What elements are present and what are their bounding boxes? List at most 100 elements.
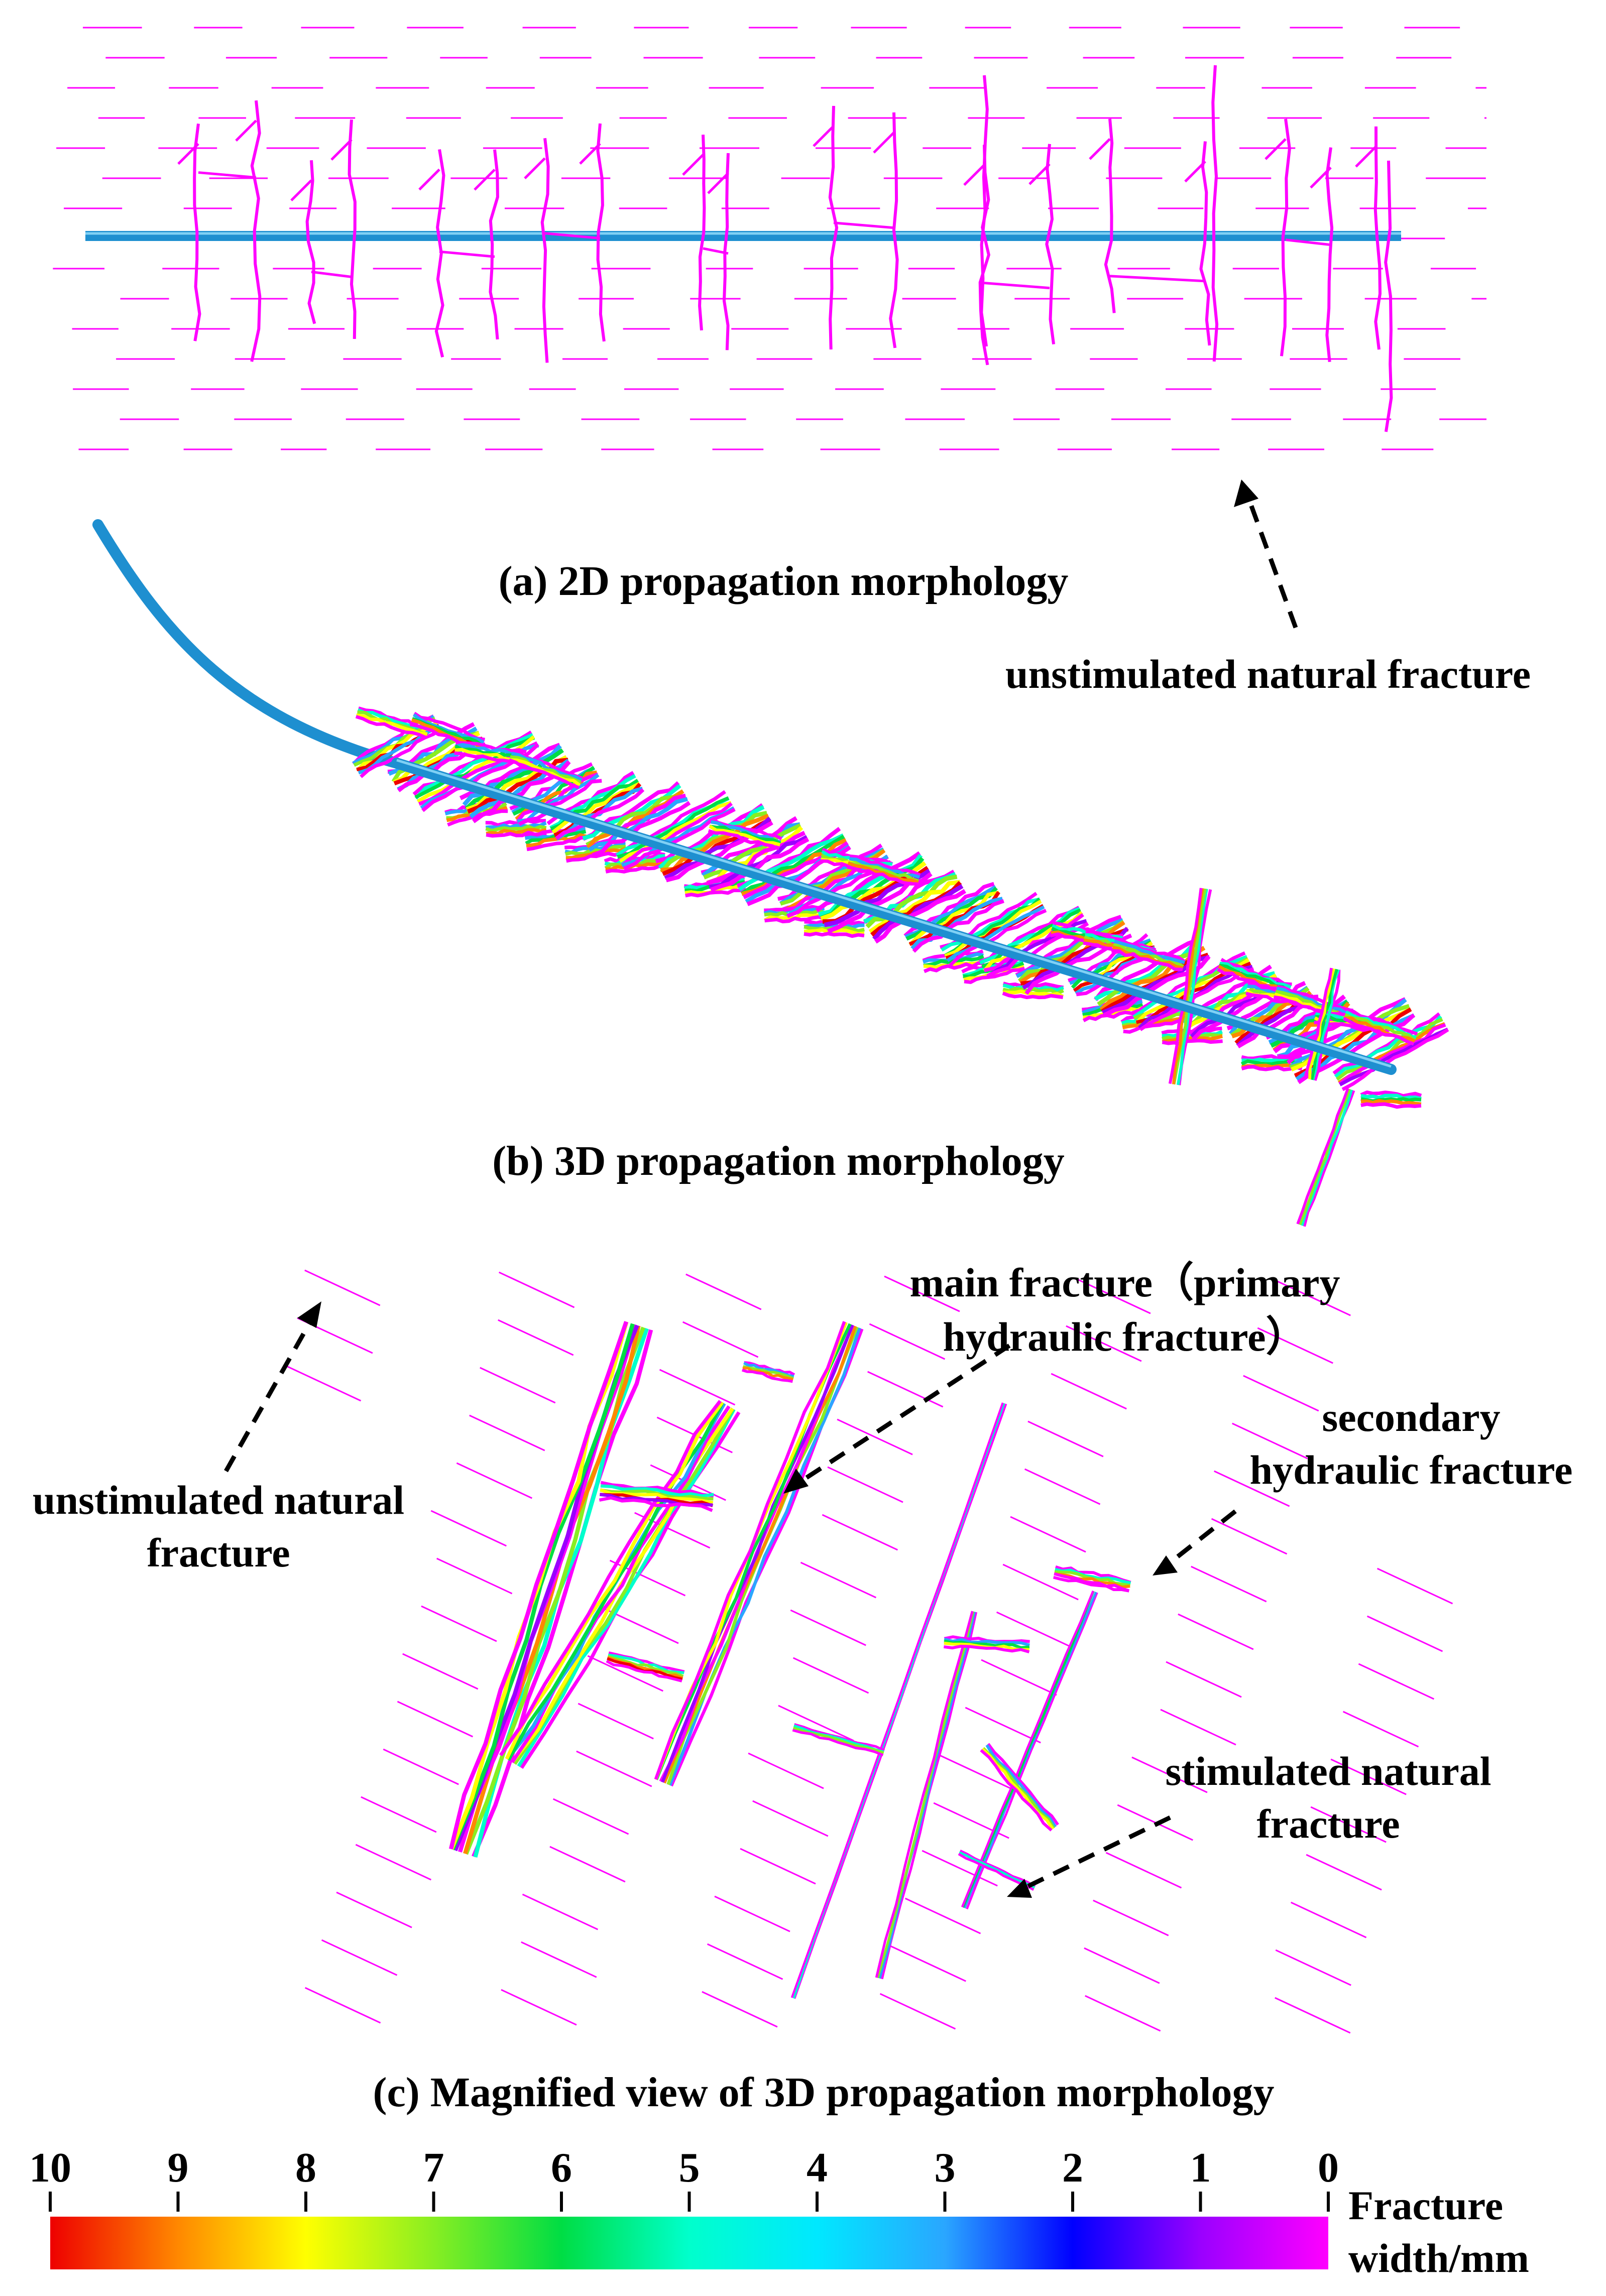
natural-fracture	[456, 1462, 533, 1499]
natural-fracture	[879, 1993, 956, 2030]
natural-fracture	[1214, 1470, 1290, 1507]
label-secondary-line1: secondary	[1322, 1394, 1500, 1440]
branch-2d	[290, 179, 312, 201]
panel-a-caption: (a) 2D propagation morphology	[499, 558, 1069, 605]
natural-fracture	[336, 1891, 412, 1928]
natural-fracture	[576, 1750, 652, 1787]
natural-fracture	[1002, 1563, 1079, 1601]
natural-fracture	[1243, 1375, 1319, 1412]
main-fracture-right	[654, 1321, 864, 1787]
natural-fracture	[790, 1609, 866, 1646]
hydraulic-fracture-2d	[1104, 118, 1116, 313]
colorbar-tick-label: 7	[423, 2144, 444, 2191]
natural-fracture	[304, 1269, 381, 1306]
natural-fracture	[578, 1703, 654, 1740]
natural-fracture	[1160, 1709, 1236, 1746]
secondary-fracture	[792, 1723, 885, 1757]
hydraulic-fracture-2d	[889, 112, 899, 348]
fracture-strip-3d-vertical	[1168, 888, 1212, 1085]
natural-fracture	[904, 1897, 981, 1935]
secondary-fracture-2d	[311, 271, 352, 278]
natural-fracture-field-a	[53, 27, 1486, 450]
natural-fracture	[421, 1605, 497, 1642]
label-unstimulated-natural-fracture-a: unstimulated natural fracture	[1005, 651, 1531, 697]
natural-fracture	[436, 1557, 513, 1595]
natural-fracture	[587, 1655, 663, 1692]
natural-fracture	[498, 1319, 574, 1356]
natural-fracture	[1085, 1995, 1161, 2032]
fracture-strip-3d	[1094, 937, 1211, 1017]
hydraulic-fracture-2d	[1384, 160, 1393, 432]
natural-fracture	[740, 1848, 816, 1885]
fracture-strip-3d-secondary	[1343, 1007, 1418, 1046]
branch-2d	[813, 125, 835, 147]
natural-fracture	[792, 1657, 869, 1694]
stimulated-natural-fracture	[980, 1743, 1059, 1832]
branch-2d	[1089, 138, 1111, 160]
natural-fracture	[867, 1371, 944, 1408]
hydraulic-fracture-2d	[1199, 141, 1211, 346]
hydraulic-fracture-2d	[828, 105, 839, 350]
secondary-fracture	[599, 1481, 714, 1512]
label-main-fracture-line1: main fracture（primary	[910, 1260, 1340, 1305]
branch-2d	[579, 143, 601, 165]
natural-fracture	[1290, 1901, 1367, 1939]
natural-fracture	[659, 1369, 736, 1406]
main-fracture-mid	[499, 1400, 741, 1769]
natural-fracture	[827, 1466, 903, 1503]
hydraulic-fracture-2d	[722, 153, 730, 350]
natural-fracture	[922, 1850, 998, 1887]
natural-fracture	[1330, 1758, 1407, 1795]
branch-2d	[1310, 166, 1332, 189]
natural-fracture	[1166, 1661, 1242, 1698]
natural-fracture	[498, 1271, 575, 1308]
branch-2d	[524, 157, 546, 180]
natural-fracture	[1178, 1613, 1254, 1650]
fracture-strip-3d-secondary	[847, 855, 921, 886]
hydraulic-fracture-2d	[193, 124, 201, 341]
natural-fracture	[714, 1895, 790, 1932]
secondary-fracture	[944, 1635, 1030, 1654]
hydraulic-fracture-2d	[1373, 126, 1382, 350]
natural-fracture	[1257, 1327, 1333, 1364]
fracture-strip-3d	[615, 790, 736, 871]
branch-2d	[1355, 146, 1377, 168]
hydraulic-fracture-2d	[698, 135, 706, 331]
natural-fracture	[1275, 1949, 1351, 1986]
label-stimulated-line2: fracture	[1256, 1801, 1400, 1847]
natural-fracture	[707, 1943, 783, 1980]
arrow-unstimulated-a	[1234, 479, 1298, 629]
natural-fracture	[285, 1365, 362, 1402]
colorbar-tick-label: 8	[295, 2144, 316, 2191]
arrow-main-fracture	[783, 1344, 1011, 1494]
colorbar-tick-label: 10	[29, 2144, 71, 2191]
natural-fracture	[1075, 1277, 1151, 1314]
fracture-strip-3d	[940, 892, 1047, 967]
natural-fracture	[1105, 1852, 1182, 1889]
natural-fracture	[965, 1707, 1041, 1744]
hydraulic-fracture-2d	[980, 75, 989, 347]
colorbar-tick-label: 3	[935, 2144, 956, 2191]
branch-2d	[963, 164, 985, 186]
natural-fracture	[748, 1752, 824, 1789]
natural-fracture	[682, 1321, 759, 1358]
main-fracture-left	[448, 1321, 653, 1858]
hydraulic-fracture-2d	[1280, 118, 1291, 356]
label-stimulated-line1: stimulated natural	[1165, 1748, 1491, 1794]
hydraulic-fracture-2d	[305, 160, 316, 324]
panel-c: main fracture（primary hydraulic fracture…	[33, 1260, 1573, 2116]
secondary-fracture-2d	[1285, 238, 1331, 247]
label-secondary-line2: hydraulic fracture	[1250, 1447, 1573, 1493]
fracture-strip-3d-secondary	[409, 711, 485, 753]
fracture-strip-3d-secondary	[1360, 1090, 1422, 1109]
hydraulic-fracture-2d	[250, 100, 262, 362]
colorbar-title-line1: Fracture	[1348, 2183, 1503, 2228]
hydraulic-fracture-2d	[434, 149, 445, 357]
natural-fracture	[1275, 1279, 1351, 1316]
natural-fracture	[402, 1653, 479, 1690]
label-unstimulated-line2: fracture	[147, 1530, 290, 1576]
hydraulic-fractures-3d	[352, 706, 1449, 1227]
colorbar-tick-label: 1	[1190, 2144, 1211, 2191]
branch-2d	[1265, 138, 1287, 160]
natural-fracture	[501, 1989, 577, 2026]
